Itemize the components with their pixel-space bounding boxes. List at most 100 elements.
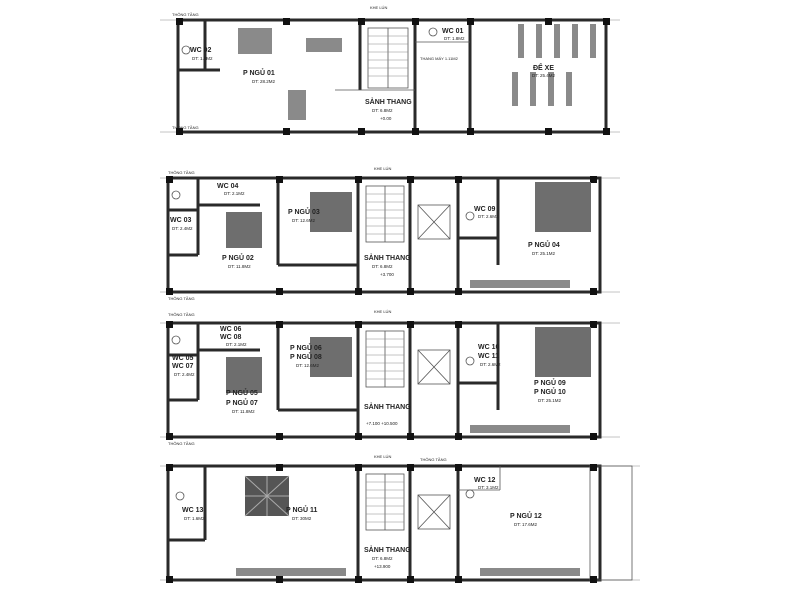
label-dexe: ĐỂ XE: [533, 63, 554, 72]
bed: [226, 357, 262, 393]
toilet-icon: [465, 489, 475, 499]
outer-wall: [166, 176, 602, 294]
outer-wall: [166, 321, 602, 439]
bed: [310, 192, 352, 232]
label-sanh-level: +3.700: [380, 272, 394, 277]
label-ngu12-area: DT: 17.6M2: [514, 522, 538, 527]
label-sanh-area: DT: 6.8M2: [372, 264, 393, 269]
label-ngu0910-area: DT: 25.1M2: [538, 398, 562, 403]
bed: [310, 337, 352, 377]
outer-wall: [176, 18, 608, 134]
floor-plan-4: THÔNG TẦNG KHE LÚN: [160, 454, 640, 583]
label-khe-lun: KHE LÚN: [370, 5, 387, 10]
label-sanh-levels: +7.100 +10.500: [366, 421, 398, 426]
label-wc13-area: DT: 1.6M2: [184, 516, 205, 521]
stairs-2: [365, 185, 405, 243]
elevator-2: [417, 204, 451, 240]
label-wc12-area: DT: 3.1M2: [478, 485, 499, 490]
label-ngu0507-area: DT: 11.8M2: [232, 409, 255, 414]
label-dexe-area: DT: 25.4M2: [532, 73, 556, 78]
motorbikes: [512, 24, 596, 106]
label-wc02-area: DT: 1.6M2: [192, 56, 213, 61]
label-thong-tang-top: THÔNG TẦNG: [172, 12, 199, 17]
label-ngu12: P NGỦ 12: [510, 511, 542, 520]
dining-table: [238, 28, 272, 54]
label-ngu0608-area: DT: 12.6M2: [296, 363, 320, 368]
floor-plan-3: THÔNG TẦNG THÔNG TẦNG KHE LÚN: [160, 309, 620, 446]
toilet-icon: [171, 335, 181, 345]
label-wc07: WC 07: [172, 363, 194, 370]
label-wc11: WC 11: [478, 353, 499, 360]
label-khe-lun: KHE LÚN: [374, 166, 391, 171]
stairs-4: [365, 473, 405, 531]
label-sanh: SẢNH THANG: [364, 253, 411, 262]
label-wc0507-area: DT: 2.4M2: [174, 372, 195, 377]
label-sanh: SẢNH THANG: [365, 97, 412, 106]
stairs-3: [365, 330, 405, 388]
stairs-1: [367, 27, 409, 89]
label-ngu06: P NGỦ 06: [290, 343, 322, 352]
toilet-icon: [171, 190, 181, 200]
elevator-3: [417, 349, 451, 385]
toilet-icon: [428, 27, 438, 37]
bed-patterned: [244, 475, 290, 517]
label-wc04-area: DT: 2.1M2: [224, 191, 245, 196]
label-wc03: WC 03: [170, 217, 192, 224]
label-thang-may: THANG MÁY 1.11M2: [420, 56, 459, 61]
label-ngu02: P NGỦ 02: [222, 253, 254, 262]
sofa: [306, 38, 342, 52]
bed: [535, 182, 591, 232]
toilet-icon: [175, 491, 185, 501]
label-ngu03-area: DT: 12.6M2: [292, 218, 316, 223]
label-wc1011-area: DT: 2.6M2: [480, 362, 501, 367]
counter: [470, 280, 570, 288]
label-wc01-area: DT: 1.8M2: [444, 36, 465, 41]
label-sanh-level: +0.00: [380, 116, 392, 121]
label-sanh: SẢNH THANG: [364, 545, 411, 554]
label-ngu09: P NGỦ 09: [534, 378, 566, 387]
label-thong-tang-top: THÔNG TẦNG: [420, 457, 447, 462]
label-thong-tang-bottom: THÔNG TẦNG: [168, 296, 195, 301]
label-ngu08: P NGỦ 08: [290, 352, 322, 361]
label-thong-tang-bottom: THÔNG TẦNG: [168, 441, 195, 446]
toilet-icon: [181, 45, 191, 55]
label-wc08: WC 08: [220, 334, 242, 341]
label-sanh: SẢNH THANG: [364, 402, 411, 411]
label-wc10: WC 10: [478, 344, 500, 351]
label-wc0608-area: DT: 2.1M2: [226, 342, 247, 347]
balcony: [589, 465, 633, 581]
floor-plan-2: THÔNG TẦNG THÔNG TẦNG KHE LÚN: [160, 166, 620, 301]
label-sanh-area: DT: 6.8M2: [372, 108, 393, 113]
cabinet: [288, 90, 306, 120]
bed: [535, 327, 591, 377]
label-wc13: WC 13: [182, 507, 204, 514]
label-sanh-level: +13.900: [374, 564, 391, 569]
label-sanh-area: DT: 6.8M2: [372, 556, 393, 561]
counter: [236, 568, 346, 576]
toilet-icon: [465, 211, 475, 221]
label-wc01: WC 01: [442, 28, 464, 35]
label-wc09: WC 09: [474, 206, 496, 213]
counter: [470, 425, 570, 433]
label-ngu04-area: DT: 25.1M2: [532, 251, 556, 256]
label-wc03-area: DT: 2.4M2: [172, 226, 193, 231]
label-ngu03: P NGỦ 03: [288, 207, 320, 216]
toilet-icon: [465, 356, 475, 366]
bed: [226, 212, 262, 248]
label-ngu04: P NGỦ 04: [528, 240, 560, 249]
outer-wall: [166, 464, 602, 582]
floor-plan-1: THÔNG TẦNG THÔNG TẦNG KHE LÚN: [160, 5, 620, 135]
label-wc04: WC 04: [217, 183, 239, 190]
label-ngu05: P NGỦ 05: [226, 388, 258, 397]
label-thong-tang-bottom: THÔNG TẦNG: [172, 125, 199, 130]
label-wc06: WC 06: [220, 326, 242, 333]
label-ngu10: P NGỦ 10: [534, 387, 566, 396]
label-wc12: WC 12: [474, 477, 496, 484]
label-khe-lun: KHE LÚN: [374, 454, 391, 459]
label-ngu01-area: DT: 28.2M2: [252, 79, 276, 84]
label-ngu11: P NGỦ 11: [286, 505, 317, 514]
label-wc05: WC 05: [172, 355, 194, 362]
label-ngu11-area: DT: 30M2: [292, 516, 312, 521]
